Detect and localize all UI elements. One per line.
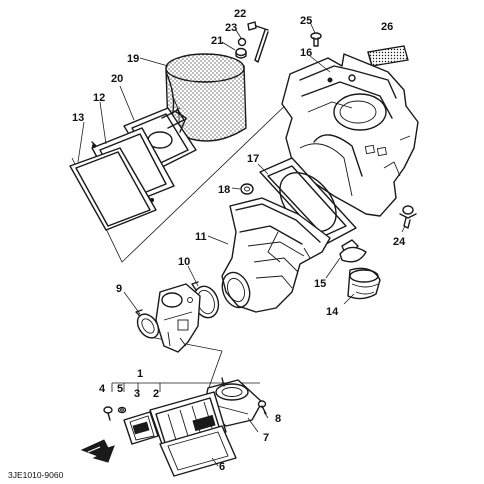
callout-15: 15 [314,278,326,290]
callout-3: 3 [134,388,140,400]
part-8-bolt [257,400,269,419]
callout-7: 7 [263,432,269,444]
part-4-screw [103,406,113,421]
part-26-foam-pad [367,45,409,67]
callout-21: 21 [211,35,223,47]
callout-18: 18 [218,184,230,196]
callout-8: 8 [275,413,281,425]
callout-11: 11 [195,231,207,243]
part-18-nut [231,183,254,195]
part-24-bolt [399,205,417,233]
part-14-damper-sleeve [343,267,381,305]
callout-9: 9 [116,283,122,295]
callout-22: 22 [234,8,246,20]
part-16-air-filter-case [281,53,419,217]
part-22-bolt [247,21,269,63]
callout-6: 6 [219,461,225,473]
diagram-code: 3JE1010-9060 [8,470,64,480]
front-direction-arrow-icon [80,439,115,463]
callout-20: 20 [111,73,123,85]
part-25-screw [309,21,322,47]
callout-5: 5 [117,383,123,395]
callout-10: 10 [178,256,190,268]
part-5-washer [117,406,127,414]
callout-2: 2 [153,388,159,400]
callout-26: 26 [381,21,393,33]
part-6-gasket [159,425,237,477]
callout-23: 23 [225,22,237,34]
callout-14: 14 [326,306,339,318]
part-9-hose-clamp [123,291,160,339]
callout-4: 4 [99,383,106,395]
callout-24: 24 [393,236,406,248]
part-23-grommet [235,29,247,47]
part-13-gasket [69,121,157,231]
part-21-collar [221,41,247,59]
part-11-intake-boot [207,197,331,313]
callout-13: 13 [72,112,84,124]
part-15-grommet-ring [325,239,367,279]
callout-12: 12 [93,92,105,104]
callout-labels: 1 2 3 4 5 6 7 8 9 10 11 12 13 14 15 16 1… [72,8,406,473]
callout-1: 1 [137,368,143,380]
carburetor-body [155,283,201,353]
callout-16: 16 [300,47,312,59]
callout-25: 25 [300,15,312,27]
callout-19: 19 [127,53,139,65]
part-3-reed-stopper [123,411,159,445]
callout-17: 17 [247,153,259,165]
